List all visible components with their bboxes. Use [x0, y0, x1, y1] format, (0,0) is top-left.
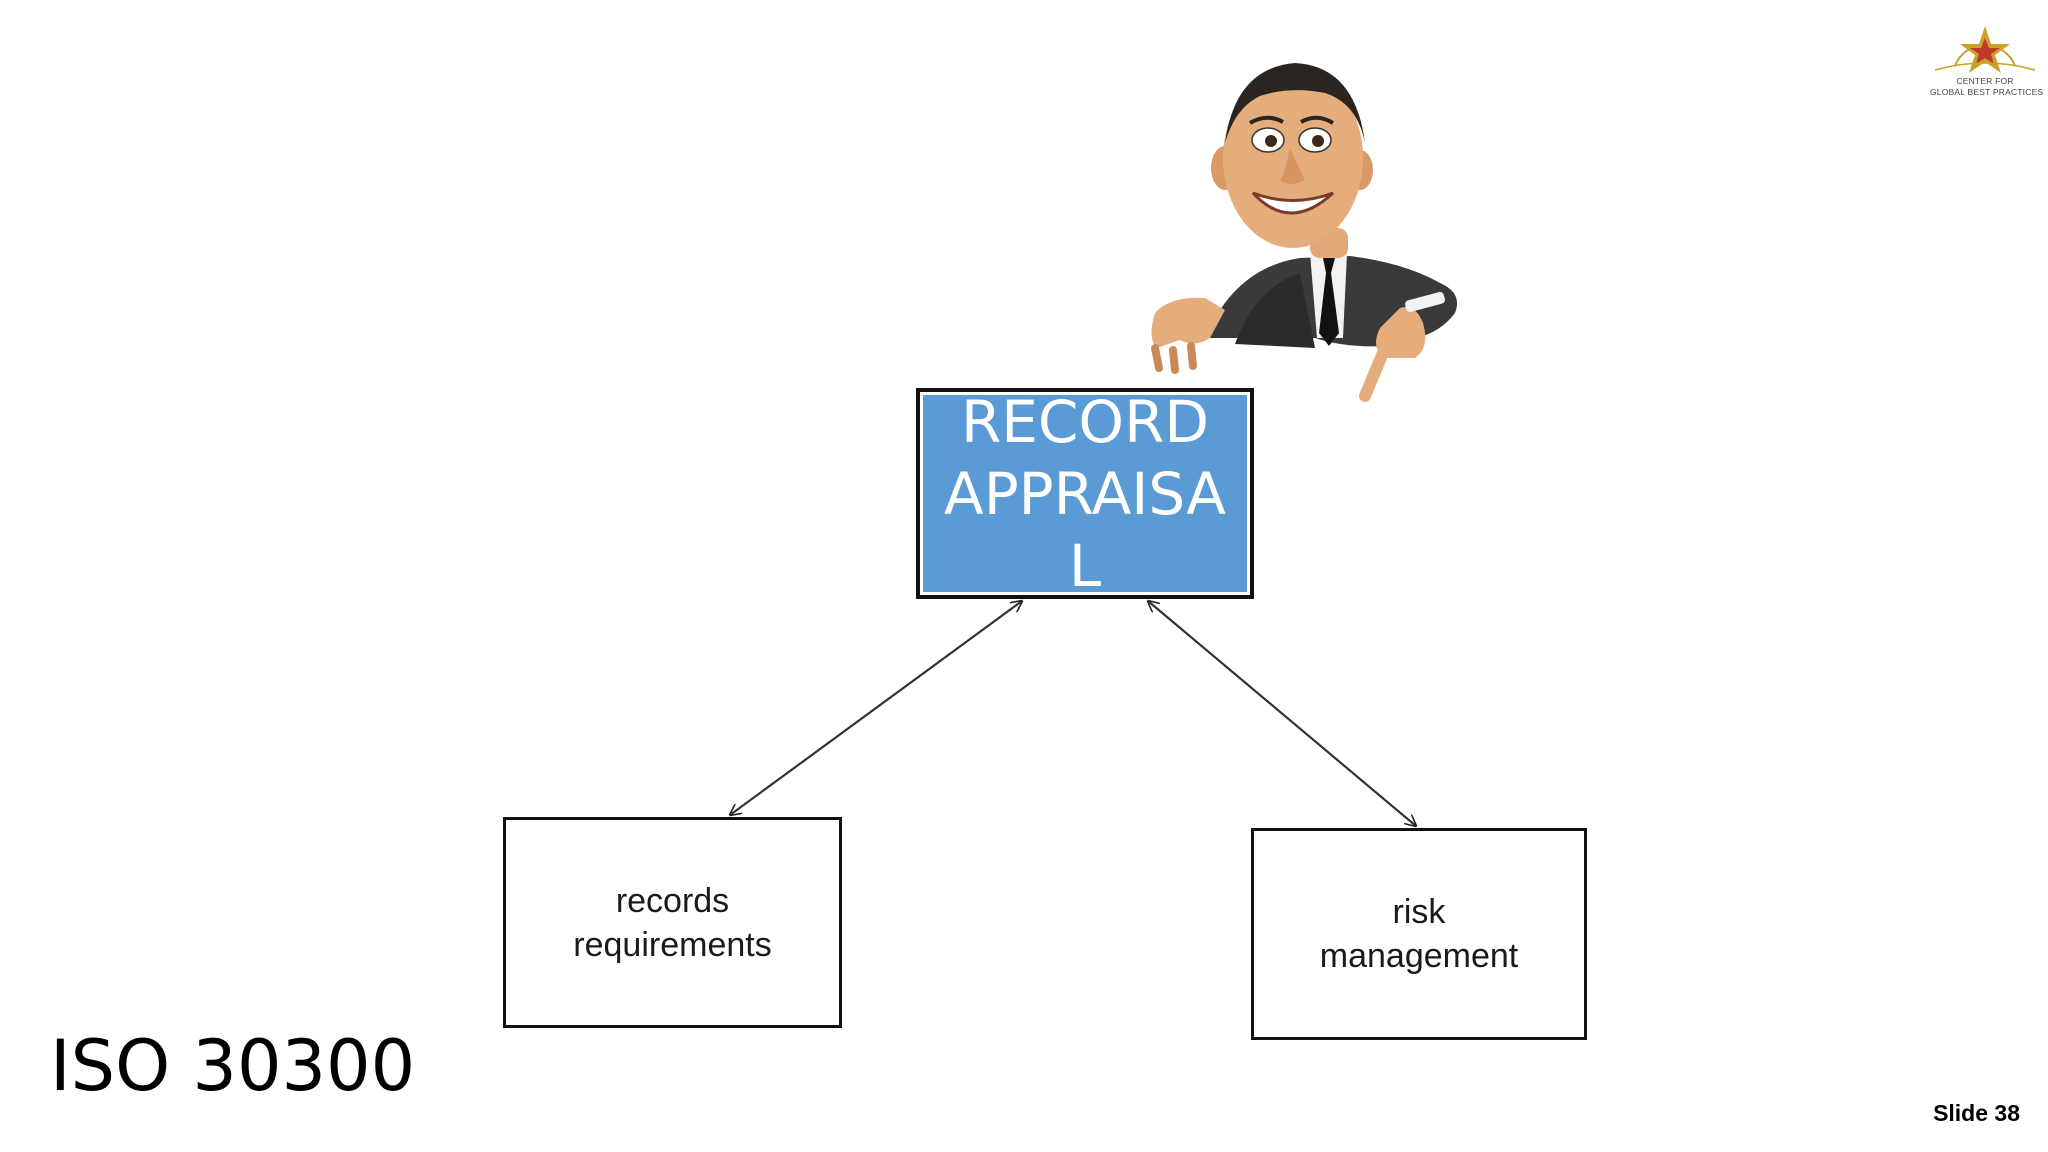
records-requirements-line2: requirements [573, 925, 772, 964]
records-requirements-box: records requirements [503, 817, 842, 1028]
records-requirements-label: records requirements [553, 879, 793, 967]
logo-text-line2: GLOBAL BEST PRACTICES [1930, 87, 2044, 97]
risk-management-line2: management [1319, 937, 1519, 975]
slide-number: Slide 38 [1933, 1100, 2020, 1126]
logo-text-line1: CENTER FOR [1956, 76, 2014, 86]
risk-management-box: risk management [1251, 828, 1587, 1040]
records-requirements-line1: records [615, 881, 730, 920]
record-appraisal-label: RECORD APPRAISAL [944, 387, 1226, 600]
star-logo-icon [1934, 26, 2036, 73]
record-appraisal-box: RECORD APPRAISAL [916, 387, 1254, 600]
businessman-pointing-illustration [1151, 63, 1458, 402]
risk-management-line1: risk [1392, 893, 1446, 931]
arrow-center-to-risk-management [1148, 601, 1416, 826]
center-for-global-best-practices-logo: CENTER FOR GLOBAL BEST PRACTICES [1930, 8, 2044, 100]
arrow-center-to-records-requirements [730, 601, 1022, 815]
risk-management-label: risk management [1299, 890, 1539, 978]
slide-title: ISO 30300 [50, 1025, 416, 1107]
